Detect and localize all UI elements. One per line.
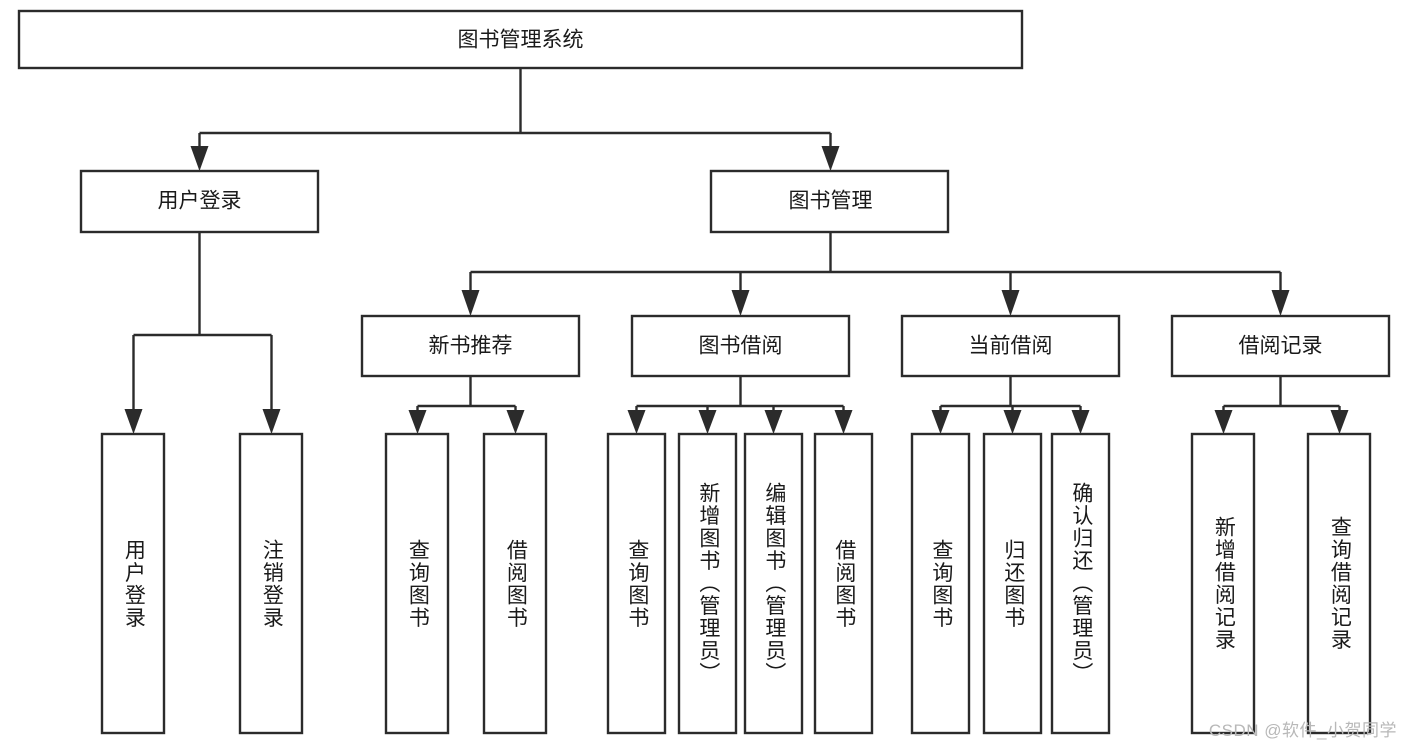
leaf-boxes xyxy=(100,432,1372,735)
node-borrow-record-box[interactable] xyxy=(1170,314,1391,378)
connector-group-current-borrow xyxy=(931,376,1090,434)
leaf-query-book-1-box[interactable] xyxy=(384,432,450,735)
arrow-head-new-book-recommend xyxy=(461,290,480,316)
arrow-head-leaf-query-book-2 xyxy=(627,410,646,434)
arrow-head-leaf-query-record xyxy=(1330,410,1349,434)
arrow-head-leaf-add-book xyxy=(698,410,717,434)
watermark-text: CSDN @软件_小贺同学 xyxy=(1208,721,1397,740)
node-user-login[interactable]: 用户登录 xyxy=(79,169,320,234)
node-book-borrow[interactable]: 图书借阅 xyxy=(630,314,851,378)
leaf-user-logout-box[interactable] xyxy=(238,432,304,735)
connector-group-new-book-recommend xyxy=(408,376,525,434)
node-book-manage-label: 图书管理 xyxy=(789,190,873,213)
arrow-head-leaf-query-book-3 xyxy=(931,410,950,434)
node-current-borrow[interactable]: 当前借阅 xyxy=(900,314,1121,378)
node-book-borrow-label: 图书借阅 xyxy=(699,335,783,358)
leaf-confirm-return-box[interactable] xyxy=(1050,432,1111,735)
leaf-add-record-box[interactable] xyxy=(1190,432,1256,735)
arrow-head-leaf-return-book xyxy=(1003,410,1022,434)
node-book-manage-box[interactable] xyxy=(709,169,950,234)
node-current-borrow-label: 当前借阅 xyxy=(969,335,1053,358)
leaf-query-book-2-box[interactable] xyxy=(606,432,667,735)
connector-group-book-manage xyxy=(461,232,1290,316)
arrow-head-leaf-user-login xyxy=(124,409,143,434)
arrow-head-leaf-query-book-1 xyxy=(408,410,427,434)
node-book-borrow-box[interactable] xyxy=(630,314,851,378)
node-borrow-record[interactable]: 借阅记录 xyxy=(1170,314,1391,378)
leaf-borrow-book-1-box[interactable] xyxy=(482,432,548,735)
node-root-label: 图书管理系统 xyxy=(458,29,584,52)
arrow-head-current-borrow xyxy=(1001,290,1020,316)
arrow-head-leaf-borrow-book-1 xyxy=(506,410,525,434)
connector-group-borrow-record xyxy=(1214,376,1349,434)
node-new-book-recommend-box[interactable] xyxy=(360,314,581,378)
node-borrow-record-label: 借阅记录 xyxy=(1239,335,1323,358)
leaf-add-book-box[interactable] xyxy=(677,432,738,735)
arrow-head-leaf-borrow-book-2 xyxy=(834,410,853,434)
node-book-manage[interactable]: 图书管理 xyxy=(709,169,950,234)
leaf-edit-book-box[interactable] xyxy=(743,432,804,735)
node-user-login-box[interactable] xyxy=(79,169,320,234)
node-root-box[interactable] xyxy=(17,9,1024,70)
leaf-query-book-3-box[interactable] xyxy=(910,432,971,735)
node-new-book-recommend[interactable]: 新书推荐 xyxy=(360,314,581,378)
node-user-login-label: 用户登录 xyxy=(158,190,242,213)
leaf-user-login-box[interactable] xyxy=(100,432,166,735)
connector-group-root xyxy=(190,68,840,171)
node-current-borrow-box[interactable] xyxy=(900,314,1121,378)
node-root[interactable]: 图书管理系统 xyxy=(17,9,1024,70)
node-new-book-recommend-label: 新书推荐 xyxy=(429,335,513,358)
leaf-return-book-box[interactable] xyxy=(982,432,1043,735)
leaf-query-record-box[interactable] xyxy=(1306,432,1372,735)
connector-group-book-borrow xyxy=(627,376,853,434)
arrow-head-borrow-record xyxy=(1271,290,1290,316)
leaf-borrow-book-2-box[interactable] xyxy=(813,432,874,735)
arrow-head-leaf-confirm-return xyxy=(1071,410,1090,434)
arrow-head-book-manage xyxy=(821,146,840,171)
arrow-head-leaf-edit-book xyxy=(764,410,783,434)
arrow-head-user-login xyxy=(190,146,209,171)
arrow-head-leaf-user-logout xyxy=(262,409,281,434)
arrow-head-book-borrow xyxy=(731,290,750,316)
connector-group-user-login xyxy=(124,232,281,434)
arrow-head-leaf-add-record xyxy=(1214,410,1233,434)
